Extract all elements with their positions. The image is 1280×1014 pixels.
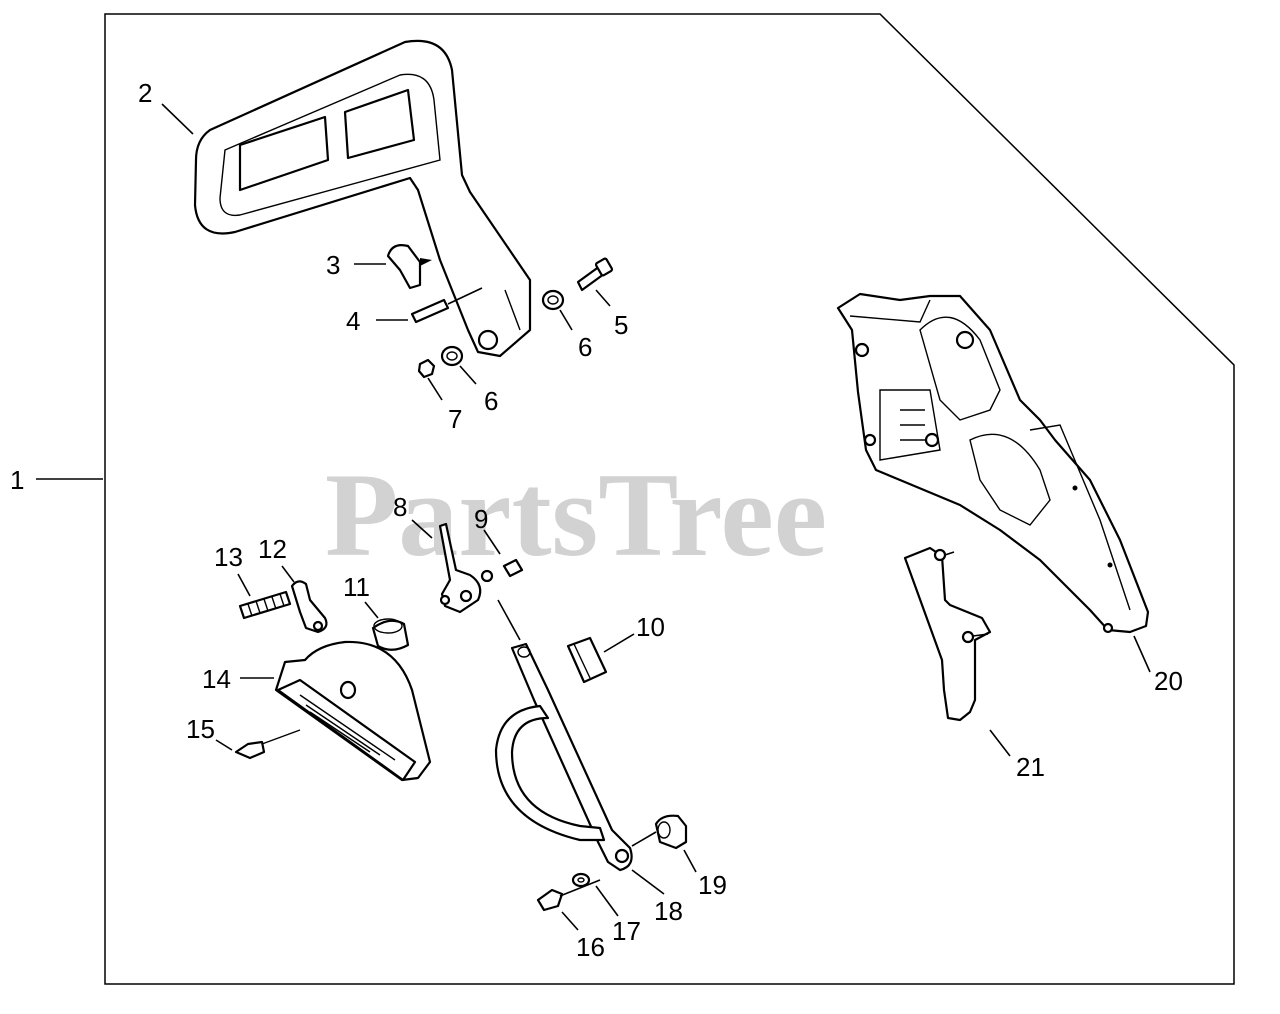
callout-13: 13 — [214, 542, 243, 572]
brake-band-part — [494, 599, 633, 872]
cover-part — [274, 640, 432, 782]
callout-labels: 1 2 3 4 5 6 6 7 8 9 10 11 12 13 14 15 16… — [10, 78, 1183, 962]
callout-17: 17 — [612, 916, 641, 946]
screw-leader — [559, 879, 601, 897]
callout-21: 21 — [1016, 752, 1045, 782]
callout-6-lower: 6 — [484, 386, 498, 416]
callout-9: 9 — [474, 504, 488, 534]
callout-2: 2 — [138, 78, 152, 108]
nut-part — [417, 358, 436, 379]
leader-lines — [36, 103, 1151, 931]
spring-pin-part — [502, 558, 524, 578]
screw-part — [234, 729, 301, 760]
callout-11: 11 — [343, 572, 370, 602]
callout-1: 1 — [10, 465, 24, 495]
callout-10: 10 — [636, 612, 665, 642]
callout-7: 7 — [448, 404, 462, 434]
callout-20: 20 — [1154, 666, 1183, 696]
bushing-part-upper — [541, 289, 565, 311]
pin-part — [410, 287, 483, 324]
rivet-part — [480, 569, 494, 583]
callout-4: 4 — [346, 306, 360, 336]
washer-part — [571, 872, 591, 888]
assembly-frame-dash — [105, 13, 1235, 366]
collar-nut-part — [654, 814, 688, 850]
callout-3: 3 — [326, 250, 340, 280]
hand-guard-part — [193, 39, 532, 358]
bracket-part — [903, 546, 992, 722]
spring-part — [238, 590, 292, 620]
clip-part — [386, 244, 422, 290]
housing-part — [836, 292, 1150, 634]
block-part — [566, 636, 608, 684]
clip-arrow-icon — [420, 258, 432, 266]
callout-5: 5 — [614, 310, 628, 340]
lever-part — [438, 522, 482, 614]
callout-19: 19 — [698, 870, 727, 900]
bushing-part-lower — [440, 345, 464, 367]
bolt-part — [576, 257, 614, 292]
callout-6-upper: 6 — [578, 332, 592, 362]
link-part — [290, 580, 328, 634]
watermark: PartsTree — [325, 448, 827, 581]
callout-8: 8 — [393, 492, 407, 522]
collar-leader — [631, 831, 657, 847]
callout-12: 12 — [258, 534, 287, 564]
callout-18: 18 — [654, 896, 683, 926]
callout-16: 16 — [576, 932, 605, 962]
callout-15: 15 — [186, 714, 215, 744]
collar-part — [371, 618, 410, 651]
screw-part-lower — [536, 888, 564, 912]
callout-14: 14 — [202, 664, 231, 694]
